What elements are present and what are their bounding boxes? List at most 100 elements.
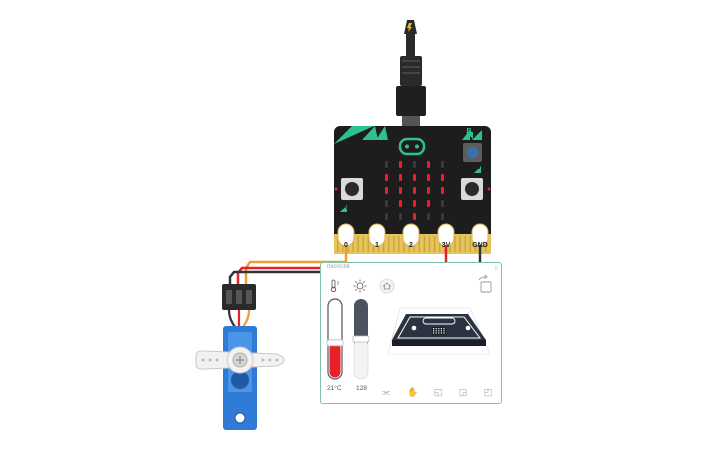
pin-pad-1[interactable]	[368, 223, 386, 247]
edge-pins	[337, 223, 489, 247]
led-0-0	[385, 161, 388, 168]
edge-tooth	[367, 236, 369, 252]
edge-tooth	[433, 236, 436, 252]
touch-logo[interactable]	[398, 137, 426, 156]
led-4-3	[427, 213, 430, 220]
edge-tooth	[439, 236, 441, 252]
led-3-3	[427, 200, 430, 207]
home-icon[interactable]	[379, 278, 394, 293]
edge-tooth	[337, 236, 339, 252]
panel-graphics	[326, 274, 491, 380]
board-body	[334, 126, 491, 254]
led-4-1	[399, 213, 402, 220]
edge-tooth	[464, 236, 466, 252]
edge-tooth	[423, 236, 426, 252]
pin-pad-2[interactable]	[402, 223, 420, 247]
mini-led	[442, 331, 445, 334]
led-3-1	[399, 200, 402, 207]
light-slider[interactable]	[352, 298, 369, 379]
button-a-label: A	[342, 205, 348, 211]
edge-tooth	[393, 236, 395, 252]
servo-horn[interactable]	[195, 346, 285, 374]
panel-title: micro:bit	[327, 264, 350, 270]
edge-tooth	[454, 236, 456, 252]
mini-led	[442, 327, 445, 329]
led-3-4	[441, 200, 444, 207]
mini-led	[435, 329, 437, 331]
edge-tooth	[382, 236, 385, 252]
led-3-0	[385, 200, 388, 207]
button-a-marker	[340, 205, 347, 212]
light-readout: 128	[356, 385, 367, 392]
pin-label-3v: 3V	[441, 242, 451, 249]
pin-label-2: 2	[409, 242, 413, 249]
wire-signal[interactable]	[244, 245, 348, 285]
led-4-2	[413, 213, 416, 220]
edge-tooth	[362, 236, 364, 252]
led-3-2	[413, 200, 416, 207]
mini-led	[437, 327, 439, 329]
board-3d-preview[interactable]	[387, 307, 490, 354]
tilt-right-icon[interactable]: ◱	[433, 387, 443, 397]
led-2-0	[385, 187, 388, 194]
mini-led	[435, 331, 437, 334]
edge-tooth	[418, 236, 420, 252]
button-b-label-top: B	[466, 128, 472, 135]
led-2-1	[399, 187, 402, 194]
temperature-readout: 21°C	[327, 385, 342, 392]
button-b[interactable]	[461, 178, 483, 200]
sun-icon	[353, 279, 366, 292]
mini-led	[442, 329, 445, 331]
drag-handle-icon[interactable]: ⁝⁝	[494, 265, 499, 272]
led-1-0	[385, 174, 388, 181]
pin-label-gnd: GND	[472, 242, 488, 249]
mini-led	[440, 329, 442, 331]
pin-label-1: 1	[375, 242, 379, 249]
mini-led	[432, 327, 434, 329]
led-1-4	[441, 174, 444, 181]
led-0-3	[427, 161, 430, 168]
face-down-icon[interactable]: ◰	[483, 387, 493, 397]
face-up-icon[interactable]: ◲	[458, 387, 468, 397]
tilt-left-icon[interactable]: ✋	[407, 387, 419, 397]
led-1-1	[399, 174, 402, 181]
rotate-icon[interactable]	[478, 274, 491, 292]
mini-led	[437, 331, 439, 334]
sensor-panel: micro:bit ⁝⁝	[320, 262, 502, 404]
microbit-board[interactable]	[334, 126, 491, 254]
mini-led	[437, 329, 439, 331]
led-0-2	[413, 161, 416, 168]
mini-led	[432, 329, 434, 331]
led-0-1	[399, 161, 402, 168]
reset-button[interactable]	[466, 146, 479, 159]
servo-motor[interactable]	[195, 284, 285, 430]
pin-label-0: 0	[344, 242, 348, 249]
edge-tooth	[403, 236, 405, 252]
button-a[interactable]	[341, 178, 363, 200]
wire-power[interactable]	[236, 245, 448, 285]
led-2-4	[441, 187, 444, 194]
button-b-label: B	[475, 165, 481, 171]
led-1-3	[427, 174, 430, 181]
mini-led	[440, 331, 442, 334]
edge-tooth	[357, 236, 359, 252]
usb-cable	[396, 20, 426, 126]
board-3d-leds	[432, 327, 445, 334]
shake-icon[interactable]: ⫘	[381, 387, 391, 397]
board-accent	[334, 126, 374, 144]
lightning-icon	[407, 23, 412, 32]
temperature-slider[interactable]	[326, 297, 343, 380]
led-4-0	[385, 213, 388, 220]
mini-led	[432, 331, 434, 334]
edge-tooth	[459, 236, 461, 252]
edge-tooth	[428, 236, 431, 252]
mini-led	[440, 327, 442, 329]
edge-tooth	[352, 236, 354, 252]
led-2-3	[427, 187, 430, 194]
edge-tooth	[469, 236, 471, 252]
led-2-2	[413, 187, 416, 194]
thermometer-icon	[330, 279, 339, 292]
led-1-2	[413, 174, 416, 181]
